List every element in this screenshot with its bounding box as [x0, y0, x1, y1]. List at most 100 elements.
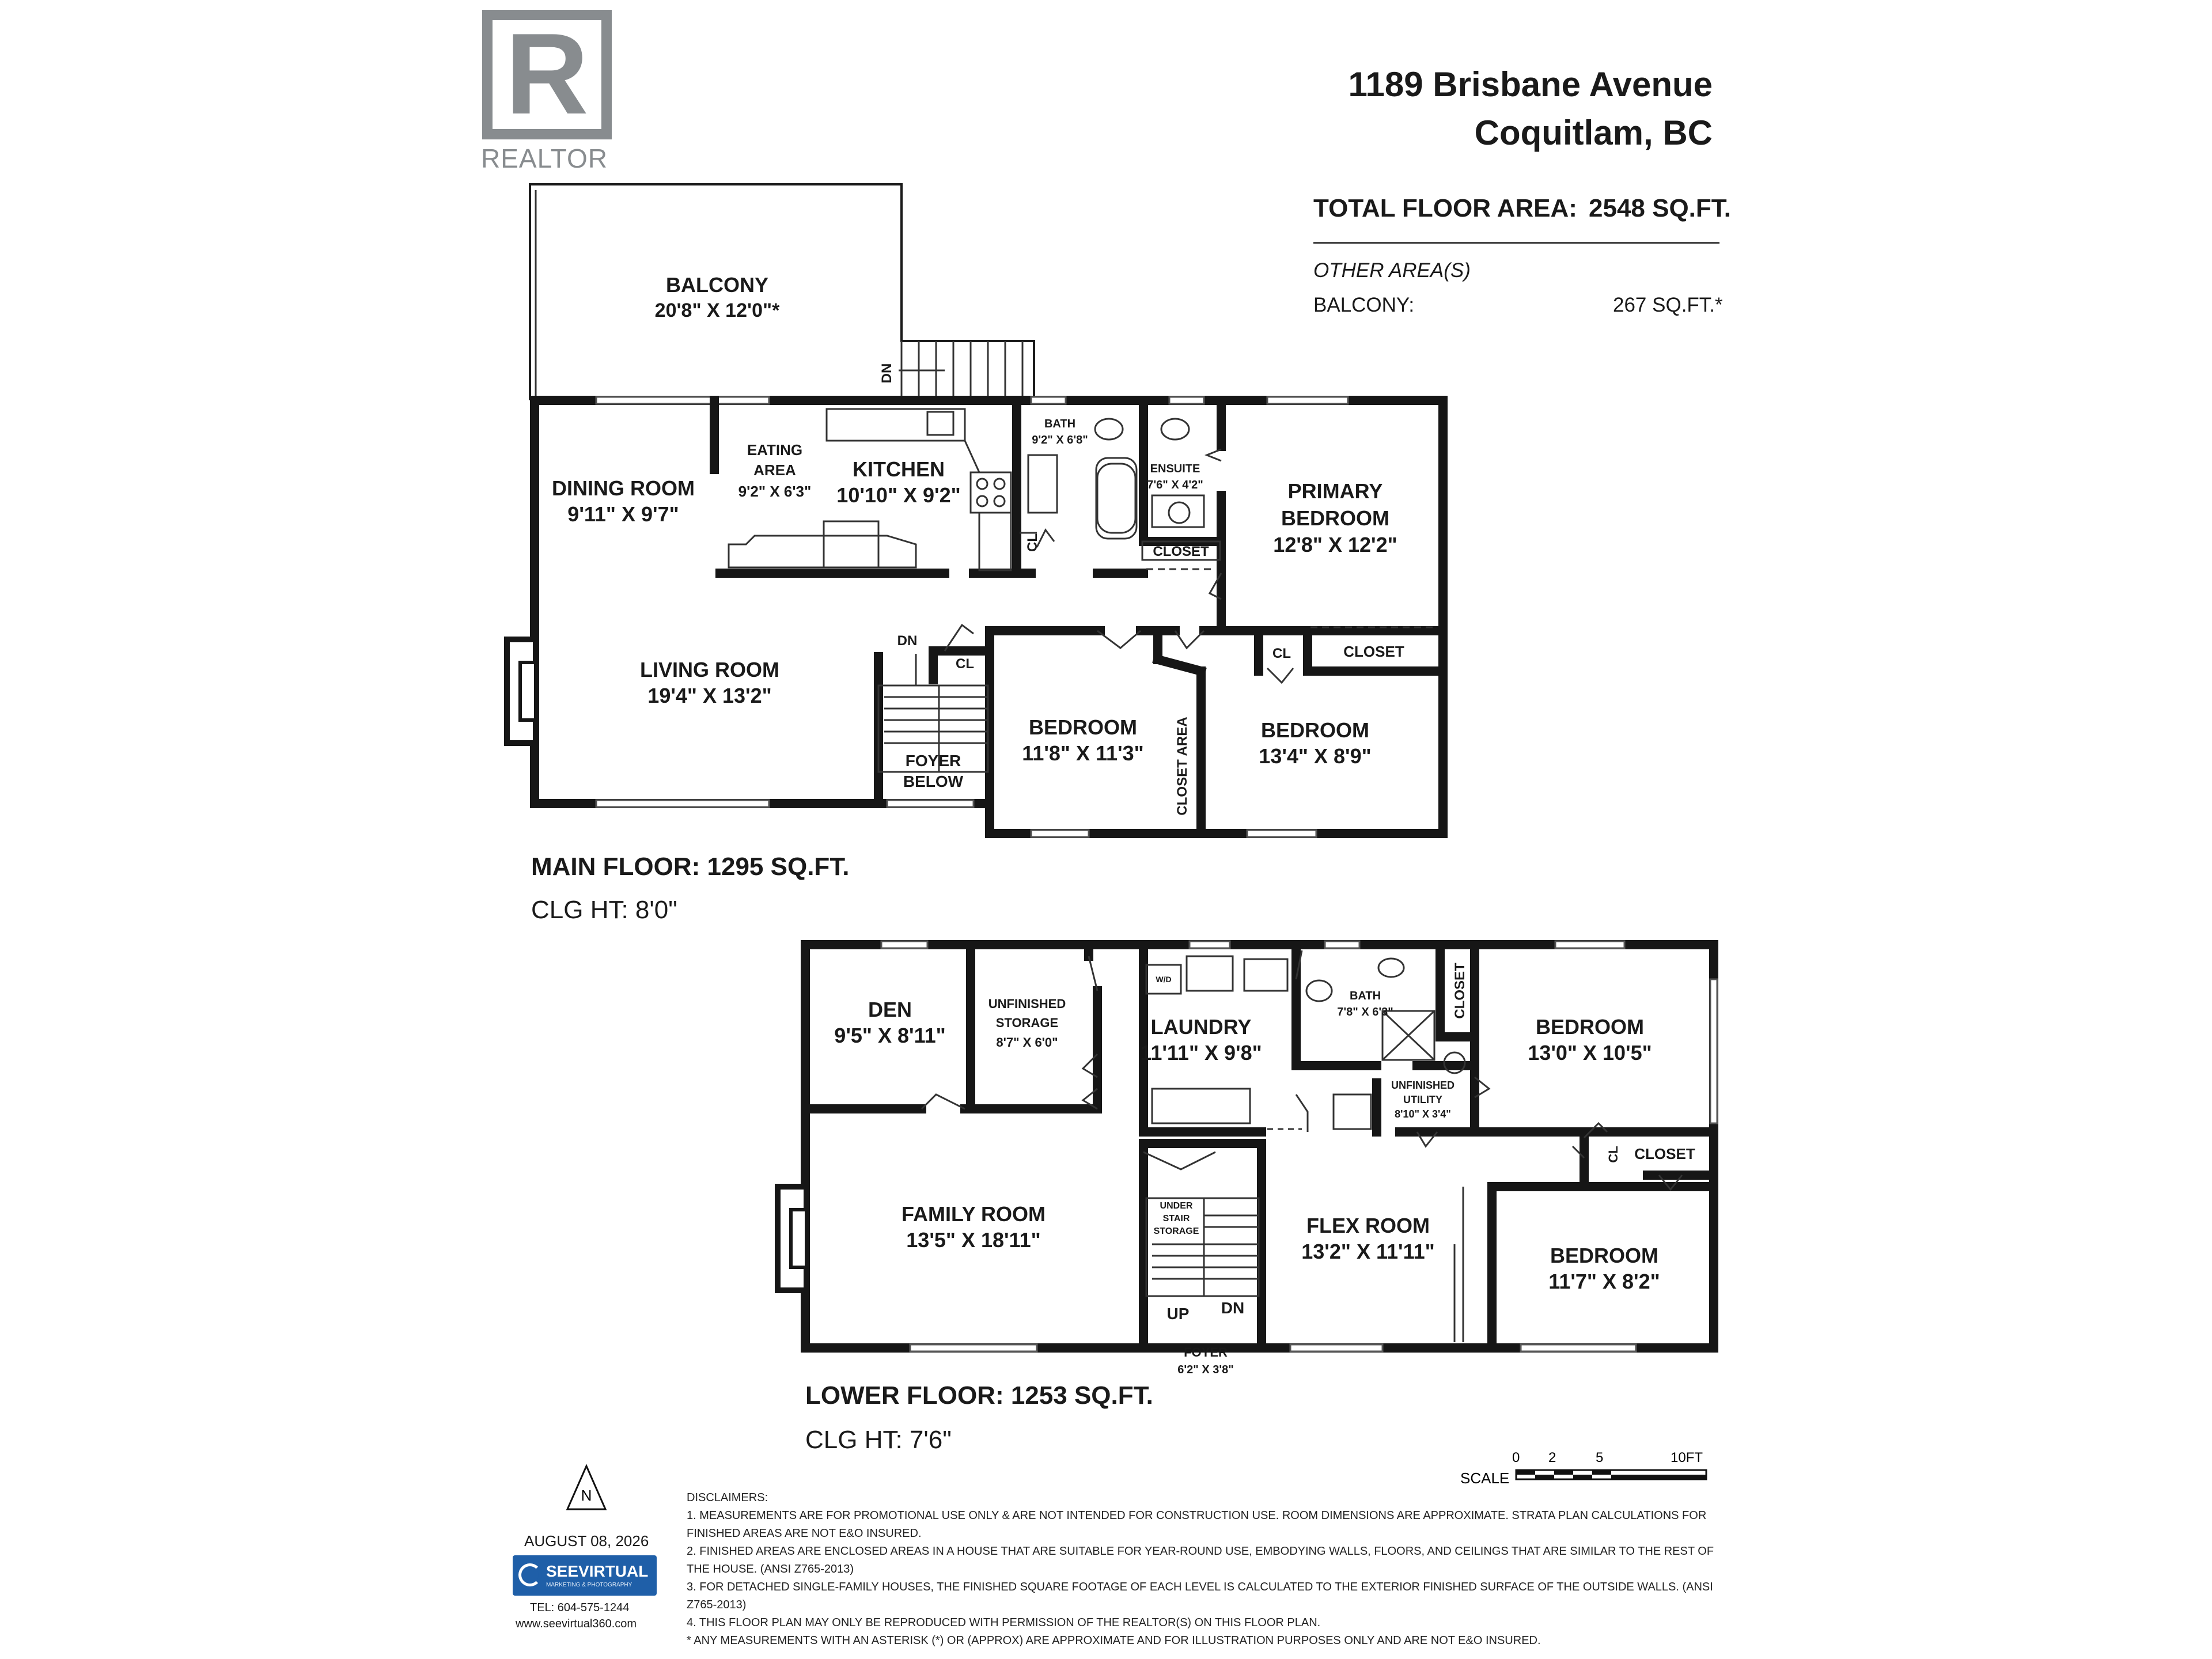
bedroom-3-dims: 13'4" X 8'9"	[1259, 744, 1371, 768]
scale-tick-0: 0	[1512, 1450, 1520, 1465]
lower-bath-label: BATH	[1350, 990, 1381, 1002]
kitchen-label: KITCHEN	[853, 457, 945, 481]
disclaimer-1: 1. MEASUREMENTS ARE FOR PROMOTIONAL USE …	[687, 1509, 1707, 1540]
stairs-dn-label: DN	[1221, 1299, 1244, 1317]
plan-date: AUGUST 08, 2026	[524, 1532, 649, 1550]
stairs-up-label: UP	[1167, 1305, 1190, 1323]
scale-tick-2: 2	[1548, 1450, 1556, 1465]
scale-label: SCALE	[1460, 1469, 1509, 1487]
den-dims: 9'5" X 8'11"	[834, 1024, 945, 1047]
closet-area-label: CLOSET AREA	[1175, 717, 1190, 815]
eating-area-label: EATING	[747, 441, 802, 459]
ensuite-closet-label: CLOSET	[1153, 544, 1209, 559]
unfinished-storage-dims: 8'7" X 6'0"	[996, 1035, 1058, 1050]
balcony-outline	[529, 183, 1035, 400]
primary-closet-label: CLOSET	[1343, 643, 1404, 660]
main-stairs-dn: DN	[897, 633, 918, 649]
foyer-below-label-2: BELOW	[903, 772, 964, 790]
main-bath-dims: 9'2" X 6'8"	[1032, 434, 1088, 446]
address-line-1: 1189 Brisbane Avenue	[1348, 65, 1713, 104]
bedroom-2-label: BEDROOM	[1029, 715, 1137, 739]
lower-bedroom-closet-label: CLOSET	[1634, 1145, 1695, 1162]
balcony-stairs	[899, 341, 1024, 400]
realtor-logo-text: REALTOR	[481, 143, 608, 173]
ensuite-dims: 7'6" X 4'2"	[1147, 479, 1203, 491]
foyer-below-label: FOYER	[906, 752, 961, 770]
main-floor-ceiling: CLG HT: 8'0"	[531, 896, 677, 924]
lower-floor-area-label: LOWER FLOOR: 1253 SQ.FT.	[805, 1381, 1153, 1410]
utility-label-2: UTILITY	[1403, 1094, 1442, 1105]
disclaimer-3: 3. FOR DETACHED SINGLE-FAMILY HOUSES, TH…	[687, 1581, 1713, 1611]
under-stair-label-3: STORAGE	[1154, 1226, 1199, 1236]
lower-bath-dims: 7'8" X 6'3"	[1337, 1006, 1393, 1018]
disclaimer-title: DISCLAIMERS:	[687, 1491, 768, 1504]
north-label: N	[581, 1487, 592, 1504]
dining-room-label: DINING ROOM	[552, 476, 695, 500]
main-exterior-north-east	[530, 396, 1448, 838]
laundry-label: LAUNDRY	[1151, 1015, 1252, 1039]
under-stair-label-2: STAIR	[1163, 1214, 1190, 1224]
lower-foyer-label: FOYER	[1184, 1345, 1228, 1359]
balcony-dims: 20'8" X 12'0"*	[655, 300, 780, 321]
scale-tick-5: 5	[1596, 1450, 1603, 1465]
balcony-area-value: 267 SQ.FT.*	[1613, 294, 1723, 316]
disclaimer-4: 4. THIS FLOOR PLAN MAY ONLY BE REPRODUCE…	[687, 1616, 1321, 1629]
lower-bedroom-1-label: BEDROOM	[1536, 1015, 1644, 1039]
total-area-label: TOTAL FLOOR AREA:	[1313, 194, 1577, 222]
main-doors	[944, 448, 1434, 684]
bedroom-3-label: BEDROOM	[1261, 718, 1369, 742]
bedroom-2-dims: 11'8" X 11'3"	[1022, 741, 1143, 765]
realtor-logo-mark: R	[505, 10, 589, 138]
bedroom-3-cl-label: CL	[1272, 646, 1291, 661]
flex-room-label: FLEX ROOM	[1306, 1214, 1430, 1237]
other-areas-label: OTHER AREA(S)	[1313, 259, 1471, 282]
lower-stairs	[1145, 1187, 1464, 1342]
balcony-label: BALCONY	[666, 273, 768, 297]
seevirtual-name: SEEVIRTUAL	[546, 1562, 649, 1580]
lower-bath-closet-label: CLOSET	[1452, 963, 1468, 1019]
family-room-dims: 13'5" X 18'11"	[906, 1228, 1040, 1252]
bath-cl-label: CL	[1025, 533, 1040, 552]
lower-bedroom-2-dims: 11'7" X 8'2"	[1548, 1270, 1660, 1293]
disclaimers: DISCLAIMERS: 1. MEASUREMENTS ARE FOR PRO…	[687, 1489, 1724, 1650]
total-area-value: 2548 SQ.FT.	[1589, 194, 1732, 222]
utility-dims: 8'10" X 3'4"	[1395, 1108, 1451, 1120]
main-bath-label: BATH	[1044, 418, 1075, 430]
washer-dryer-label: W/D	[1156, 975, 1171, 984]
disclaimer-5: * ANY MEASUREMENTS WITH AN ASTERISK (*) …	[687, 1634, 1541, 1647]
scale-bar	[1515, 1469, 1707, 1480]
address-line-2: Coquitlam, BC	[1474, 113, 1713, 152]
header-divider	[1313, 242, 1719, 244]
living-room-label: LIVING ROOM	[640, 658, 779, 681]
balcony-area-label: BALCONY:	[1313, 294, 1415, 316]
lower-bedroom-2-label: BEDROOM	[1550, 1244, 1658, 1267]
lower-bedroom-1-dims: 13'0" X 10'5"	[1528, 1041, 1652, 1065]
foyer-cl-label: CL	[956, 656, 974, 672]
primary-bedroom-label: PRIMARY	[1288, 479, 1383, 503]
eating-area-label-2: AREA	[753, 461, 796, 479]
living-fireplace	[504, 637, 539, 746]
main-bath-fixtures	[1020, 418, 1221, 561]
unfinished-storage-label: UNFINISHED	[988, 997, 1066, 1011]
main-stairs	[877, 654, 989, 773]
main-floor-area-label: MAIN FLOOR: 1295 SQ.FT.	[531, 853, 850, 881]
laundry-fixtures	[1145, 955, 1466, 1130]
under-stair-label: UNDER	[1160, 1201, 1193, 1211]
family-room-label: FAMILY ROOM	[902, 1202, 1046, 1226]
company-web: www.seevirtual360.com	[516, 1618, 637, 1630]
company-tel: TEL: 604-575-1244	[530, 1601, 630, 1614]
family-fireplace	[775, 1184, 809, 1293]
laundry-dims: 11'11" X 9'8"	[1140, 1041, 1262, 1065]
lower-bedroom-cl-label: CL	[1606, 1146, 1620, 1162]
den-label: DEN	[868, 998, 912, 1021]
balcony-dn: DN	[879, 363, 895, 384]
dining-room-dims: 9'11" X 9'7"	[567, 502, 679, 526]
north-arrow-icon	[566, 1464, 607, 1510]
unfinished-storage-label-2: STORAGE	[996, 1016, 1058, 1030]
lower-foyer-dims: 6'2" X 3'8"	[1177, 1363, 1233, 1376]
primary-bedroom-dims: 12'8" X 12'2"	[1273, 533, 1397, 556]
lower-floor-ceiling: CLG HT: 7'6"	[805, 1426, 952, 1454]
seevirtual-swirl-icon	[518, 1563, 541, 1586]
living-room-dims: 19'4" X 13'2"	[647, 684, 771, 707]
